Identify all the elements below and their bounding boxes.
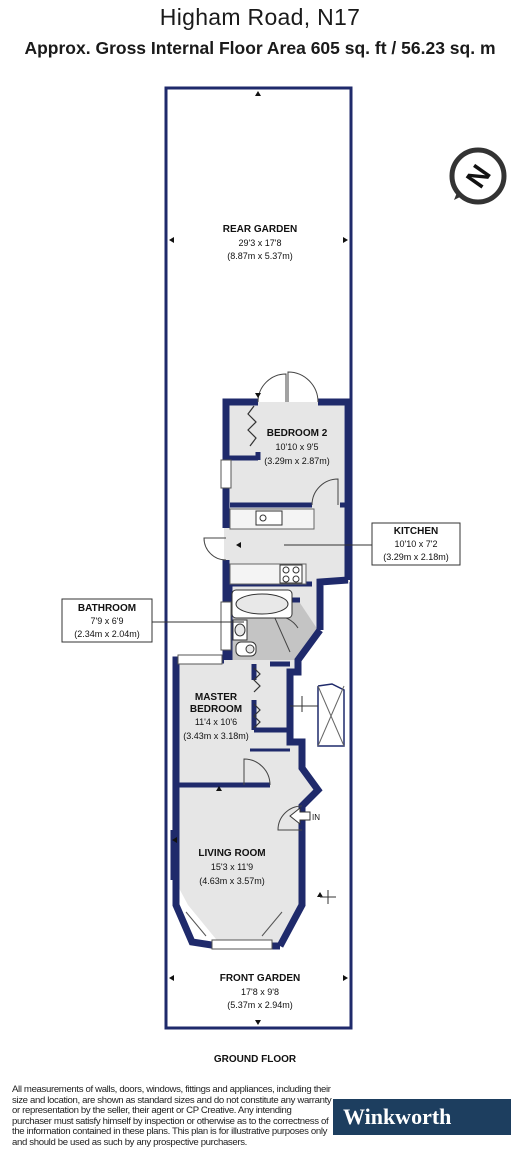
bedroom2-imperial: 10'10 x 9'5 [276, 442, 319, 452]
rear-garden-imperial: 29'3 x 17'8 [239, 238, 282, 248]
disclaimer-text: All measurements of walls, doors, window… [12, 1084, 332, 1148]
bathroom-name: BATHROOM [78, 603, 136, 614]
room-labels: REAR GARDEN 29'3 x 17'8 (8.87m x 5.37m) … [183, 224, 330, 1010]
brand-logo: Winkworth [333, 1099, 511, 1135]
kitchen-imperial: 10'10 x 7'2 [395, 539, 438, 549]
front-garden-name: FRONT GARDEN [220, 973, 301, 984]
rear-garden-name: REAR GARDEN [223, 224, 297, 235]
house-interior [172, 402, 350, 944]
bathroom-label-box: BATHROOM 7'9 x 6'9 (2.34m x 2.04m) [61, 598, 153, 643]
floor-area-subtitle: Approx. Gross Internal Floor Area 605 sq… [24, 38, 496, 58]
windows [177, 459, 283, 950]
compass-icon: N [449, 147, 507, 205]
living-room-metric: (4.63m x 3.57m) [199, 876, 265, 886]
kitchen-name: KITCHEN [394, 526, 438, 537]
bathroom-fittings [231, 589, 293, 657]
living-room-name: LIVING ROOM [198, 848, 265, 859]
bedroom2-metric: (3.29m x 2.87m) [264, 456, 330, 466]
dimension-arrows [169, 91, 348, 1025]
entrance-arrow-icon [289, 806, 311, 826]
sink-icon [255, 510, 283, 526]
lean-to-store [317, 683, 345, 747]
master-bedroom-imperial: 11'4 x 10'6 [195, 717, 237, 727]
bathroom-metric: (2.34m x 2.04m) [74, 629, 140, 639]
master-bedroom-metric: (3.43m x 3.18m) [183, 731, 249, 741]
bedroom2-name: BEDROOM 2 [267, 428, 328, 439]
rear-garden-metric: (8.87m x 5.37m) [227, 251, 293, 261]
hob-icon [279, 564, 303, 584]
master-bedroom-name-1: MASTER [195, 692, 238, 703]
entrance-label: IN [312, 813, 320, 822]
master-bedroom-name-2: BEDROOM [190, 704, 242, 715]
floor-label: GROUND FLOOR [214, 1054, 297, 1065]
page-title: Higham Road, N17 [159, 4, 361, 30]
compass-letter: N [460, 159, 497, 193]
living-room-imperial: 15'3 x 11'9 [211, 862, 253, 872]
kitchen-label-box: KITCHEN 10'10 x 7'2 (3.29m x 2.18m) [371, 522, 461, 566]
kitchen-units [229, 508, 315, 585]
bathroom-imperial: 7'9 x 6'9 [91, 616, 124, 626]
french-doors [257, 371, 319, 403]
radiators [247, 405, 261, 729]
front-garden-metric: (5.37m x 2.94m) [227, 1000, 293, 1010]
kitchen-metric: (3.29m x 2.18m) [383, 552, 449, 562]
front-garden-imperial: 17'8 x 9'8 [241, 987, 279, 997]
